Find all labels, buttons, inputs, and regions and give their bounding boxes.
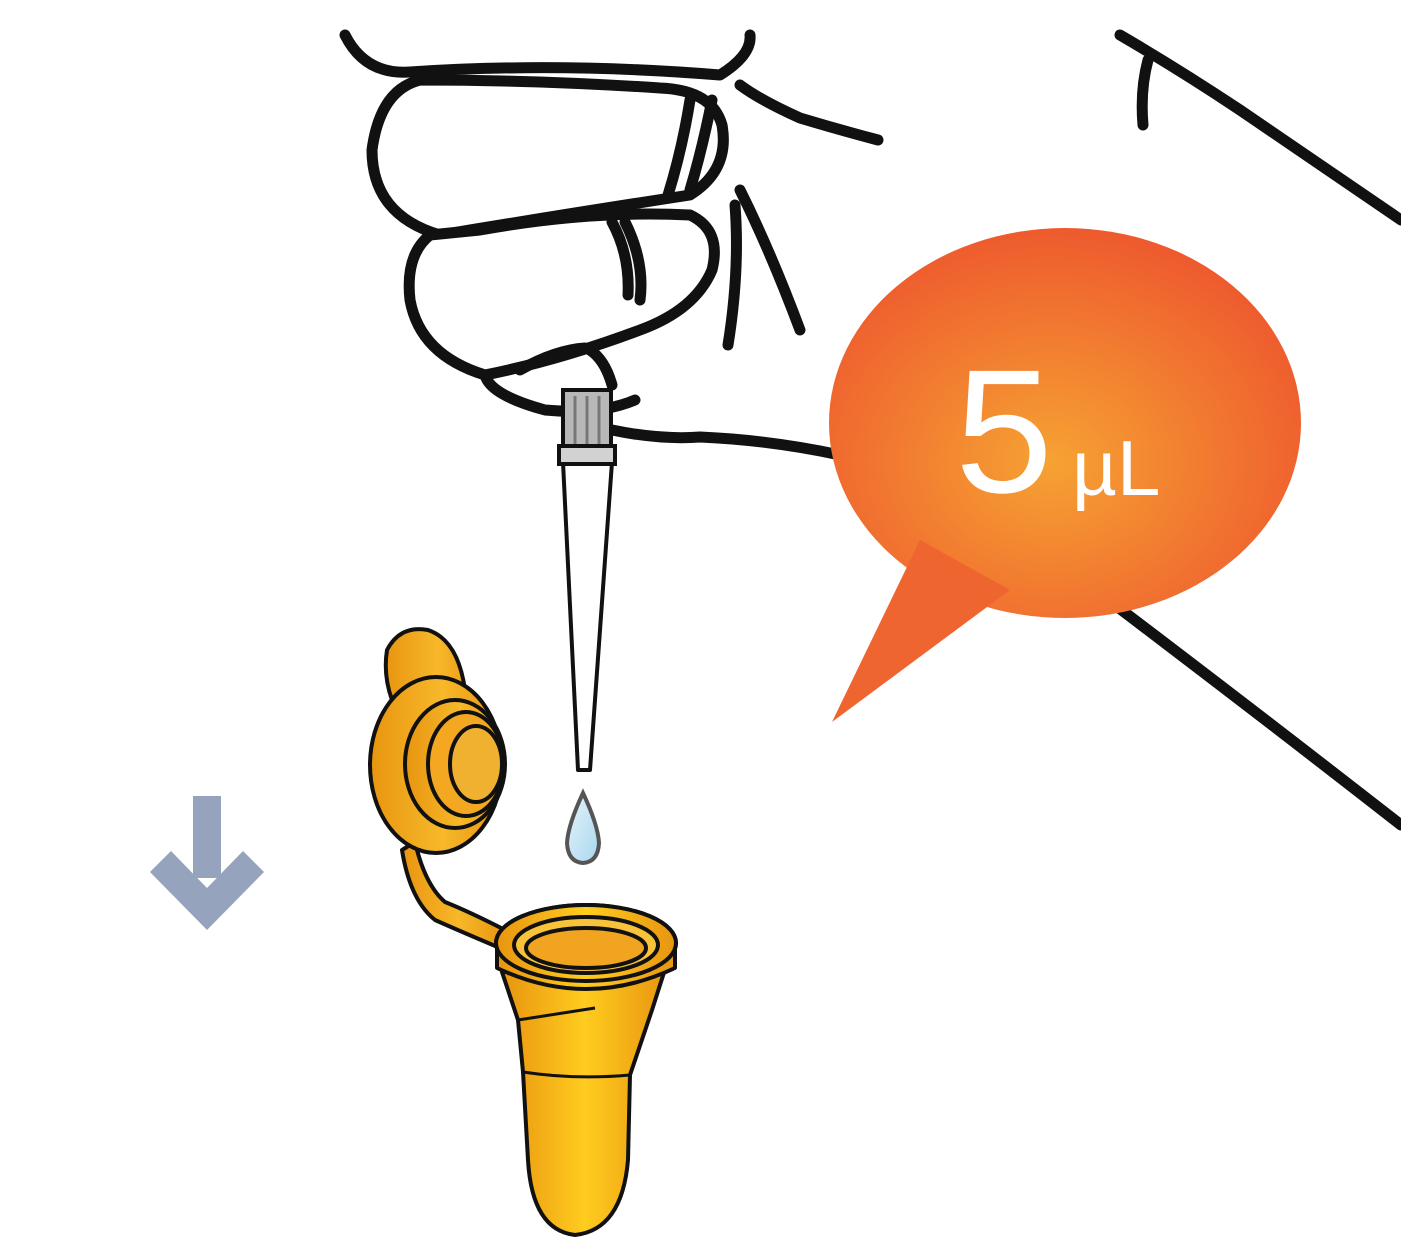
- microcentrifuge-tube-icon: [370, 629, 676, 1235]
- volume-number: 5: [955, 334, 1053, 530]
- volume-unit: µL: [1072, 424, 1160, 512]
- pipette-tip-icon: [559, 390, 615, 770]
- droplet-icon: [567, 793, 599, 863]
- speech-bubble-icon: 5 µL: [829, 228, 1301, 722]
- down-arrow-icon: [150, 796, 264, 930]
